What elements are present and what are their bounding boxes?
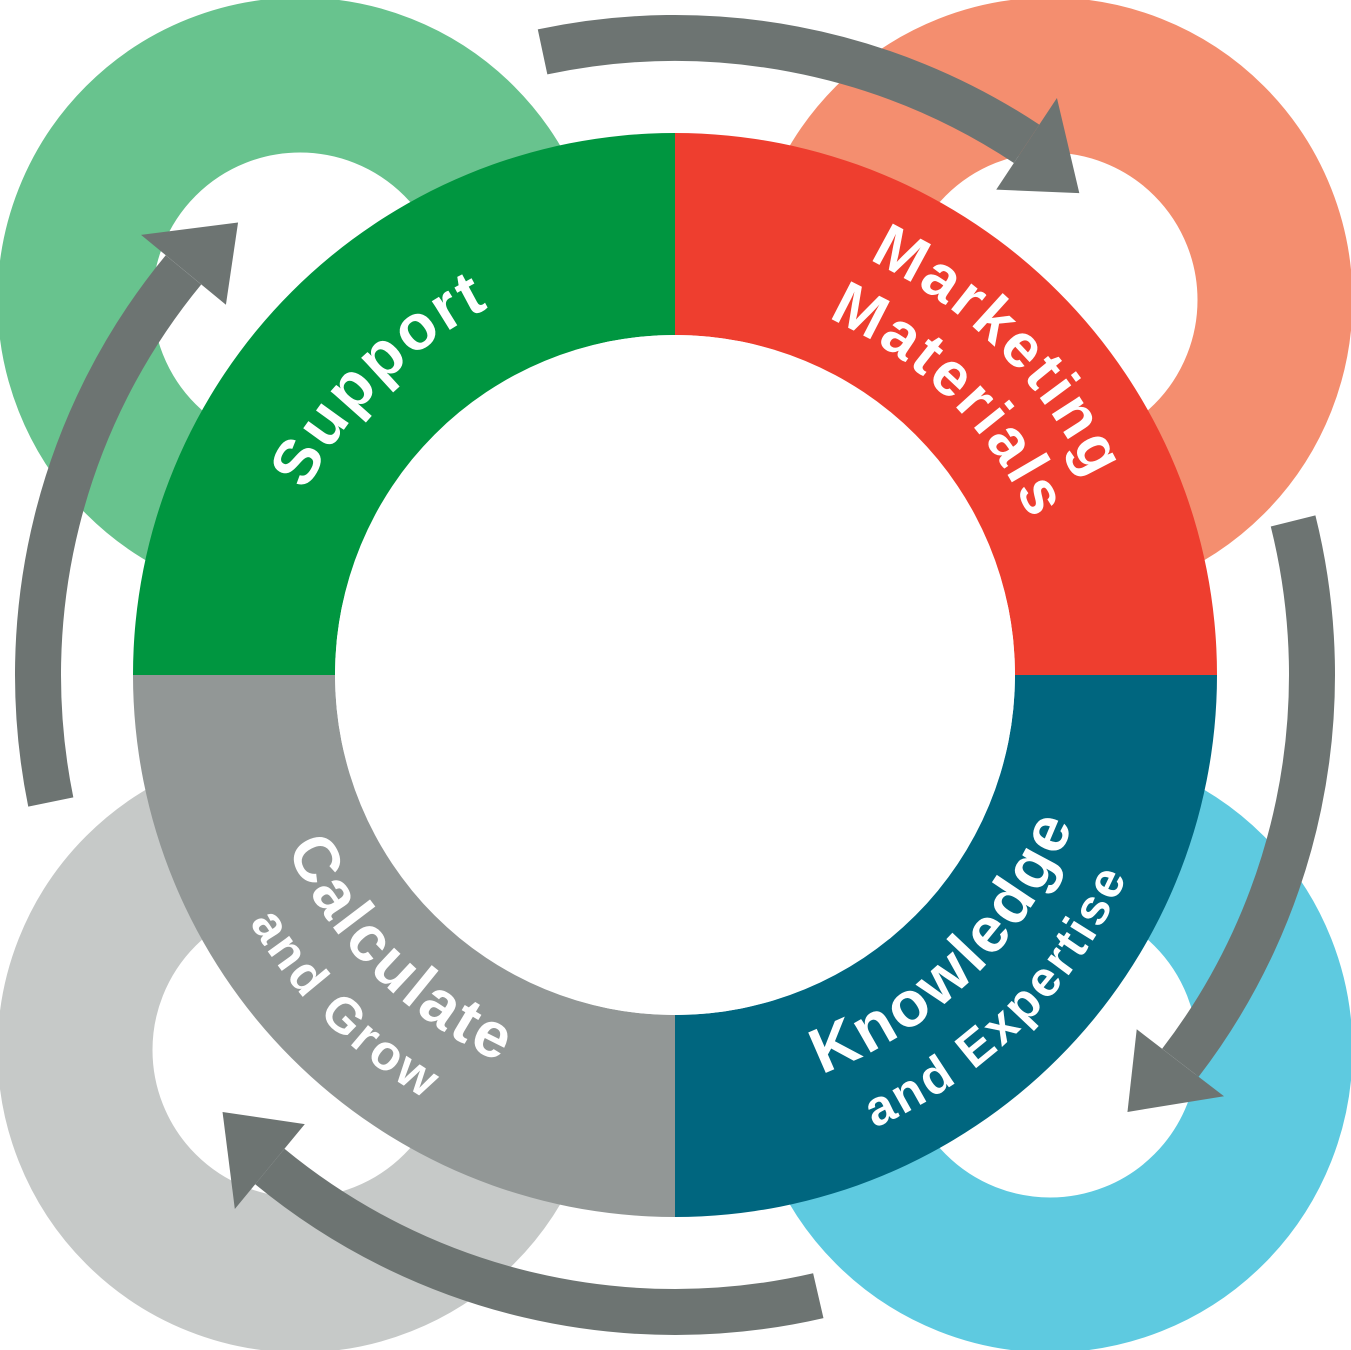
arrow-head-icon <box>1127 1029 1225 1112</box>
cycle-arrow-bottom <box>255 1148 824 1335</box>
cycle-arrow-top <box>537 15 1040 163</box>
marketing-segment <box>675 133 1217 675</box>
calculate-segment <box>133 675 675 1217</box>
arrow-head-icon <box>996 97 1080 194</box>
support-segment <box>133 133 675 675</box>
cycle-arrow-right <box>1162 515 1335 1077</box>
center-circle <box>335 335 1015 1015</box>
knowledge-segment <box>675 675 1217 1217</box>
arrow-head-icon <box>141 222 239 305</box>
cycle-arrow-left <box>15 255 202 807</box>
arrow-head-icon <box>222 1111 305 1209</box>
